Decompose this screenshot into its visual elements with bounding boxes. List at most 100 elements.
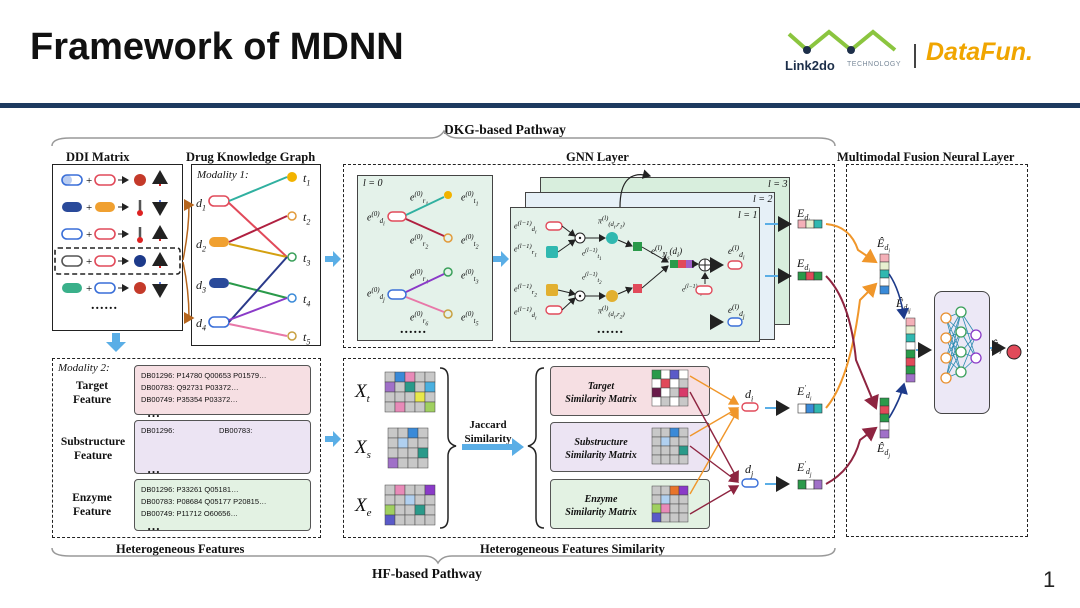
svg-text:+: + <box>86 175 92 187</box>
gnn-layer-label: GNN Layer <box>566 150 629 164</box>
x-brace <box>439 367 457 529</box>
drug-kg-box <box>191 164 321 346</box>
edi-prime-label: E′di <box>797 384 812 403</box>
gnn-pi2: π(l)(di,r2) <box>598 305 625 321</box>
capsule-icon <box>94 282 116 294</box>
sim-to-drug-lines <box>689 375 823 515</box>
xs-label: Xs <box>355 437 371 461</box>
ddi-matrix-label: DDI Matrix <box>66 150 130 164</box>
xt-matrix <box>384 371 436 413</box>
gnn-layer-0-label: l = 0 <box>363 178 383 189</box>
d4-label: d4 <box>196 316 206 333</box>
target-feature-more: … <box>147 405 160 420</box>
molecule-icon <box>287 252 297 262</box>
gnn-layer-3-label: l = 3 <box>768 179 788 190</box>
jaccard-arrow <box>462 438 524 456</box>
link2do-sub: TECHNOLOGY <box>847 61 902 68</box>
edj0-label: e(0)dj <box>367 286 385 304</box>
dkg-pathway-label: DKG-based Pathway <box>444 122 566 137</box>
di-label: di <box>745 387 754 404</box>
capsule-icon <box>61 174 83 186</box>
bug-icon <box>134 174 146 186</box>
t4-label: t4 <box>303 292 311 309</box>
substructure-feature-box: DB01296: DB00783: <box>134 420 311 474</box>
gnn-layer-0 <box>357 175 493 341</box>
er6-label: e(0)r6 <box>410 310 429 328</box>
enzyme-feature-box: DB01296: P33261 Q05181… DB00783: P08684 … <box>134 479 311 531</box>
et3-label: e(0)t3 <box>461 268 479 286</box>
thermometer-icon <box>137 227 143 243</box>
ddi-rows: + + + + + <box>54 170 181 298</box>
et5-label: e(0)t5 <box>461 310 479 328</box>
xt-label: Xt <box>355 381 370 405</box>
edi-hat-label: Êdi <box>877 236 891 255</box>
link2do-logo-mark <box>787 29 897 54</box>
enzyme-feature-line: DB00783: P08684 Q05177 P20815… <box>141 497 267 506</box>
t5-label: t5 <box>303 330 311 347</box>
svg-text:+: + <box>86 283 92 295</box>
gnn1-ellipsis: ...... <box>597 322 624 337</box>
capsule-icon <box>94 228 116 240</box>
target-feature-line: DB01296: P14780 Q00653 P01579… <box>141 371 267 380</box>
down-arrow <box>106 333 126 352</box>
hetero-similarity-box <box>343 358 835 538</box>
slide-title: Framework of MDNN <box>30 26 404 68</box>
enzyme-feature-line: DB00749: P11712 O60656… <box>141 509 239 518</box>
gnn-pi1: π(l)(di,r1) <box>598 215 625 231</box>
virus-icon <box>134 255 146 267</box>
d3-label: d3 <box>196 278 206 295</box>
molecule-icon <box>287 331 297 341</box>
gnn-er2-prev: e(l−1)r2 <box>514 283 538 299</box>
substructure-line: DB00783: <box>219 426 253 435</box>
gnn0-ellipsis: ...... <box>400 322 427 337</box>
ddi-matrix-box <box>52 164 183 331</box>
capsule-icon <box>94 174 116 186</box>
svg-text:+: + <box>86 256 92 268</box>
modality1-label: Modality 1: <box>197 169 249 181</box>
gnn-edi-out: e(l)di <box>728 243 745 262</box>
d1-label: d1 <box>196 196 206 213</box>
gnn-et2-label: e(l−1)t2 <box>582 272 602 286</box>
gnn-er1-prev: e(l−1)r1 <box>514 243 538 259</box>
neural-net-icon <box>940 306 1022 384</box>
x-matrices <box>384 371 436 526</box>
capsule-icon <box>61 255 83 267</box>
svg-text:+: + <box>86 202 92 214</box>
gnn-et1-label: e(l−1)t1 <box>582 248 602 262</box>
t3-label: t3 <box>303 251 311 268</box>
gnn-layer-box <box>343 164 835 348</box>
fusion-box <box>846 164 1028 537</box>
gnn-edi-prev: e(l−1)di <box>514 220 537 236</box>
capsule-icon <box>94 255 116 267</box>
ddi-ellipsis: ...... <box>91 298 118 313</box>
kg-to-gnn-arrow <box>325 251 341 267</box>
hetero-features-label: Heterogeneous Features <box>116 542 245 556</box>
et1-label: e(0)t1 <box>461 190 479 208</box>
bug-icon <box>134 282 146 294</box>
link2do-wordmark: Link2do <box>785 58 835 73</box>
gnn0-graph <box>387 191 453 319</box>
xs-matrix <box>387 427 429 469</box>
hf-brace <box>51 547 836 565</box>
target-feature-line: DB00783: Q92731 P03372… <box>141 383 239 392</box>
gnn-layer-2-label: l = 2 <box>753 194 773 205</box>
logo-divider <box>914 44 916 68</box>
xe-label: Xe <box>355 495 372 519</box>
header-rule <box>0 103 1080 108</box>
hf-pathway-label: HF-based Pathway <box>372 566 482 581</box>
enzyme-feature-line: DB01296: P33261 Q05181… <box>141 485 239 494</box>
substructure-line: DB01296: <box>141 426 175 435</box>
capsule-icon <box>61 228 83 240</box>
drug-kg-label: Drug Knowledge Graph <box>186 150 316 164</box>
capsule-icon <box>62 202 82 212</box>
t1-label: t1 <box>303 171 311 188</box>
edj-hat-label: Êdj <box>877 441 891 460</box>
link2do-logo: Link2do TECHNOLOGY <box>785 26 903 74</box>
d2-label: d2 <box>196 237 206 254</box>
